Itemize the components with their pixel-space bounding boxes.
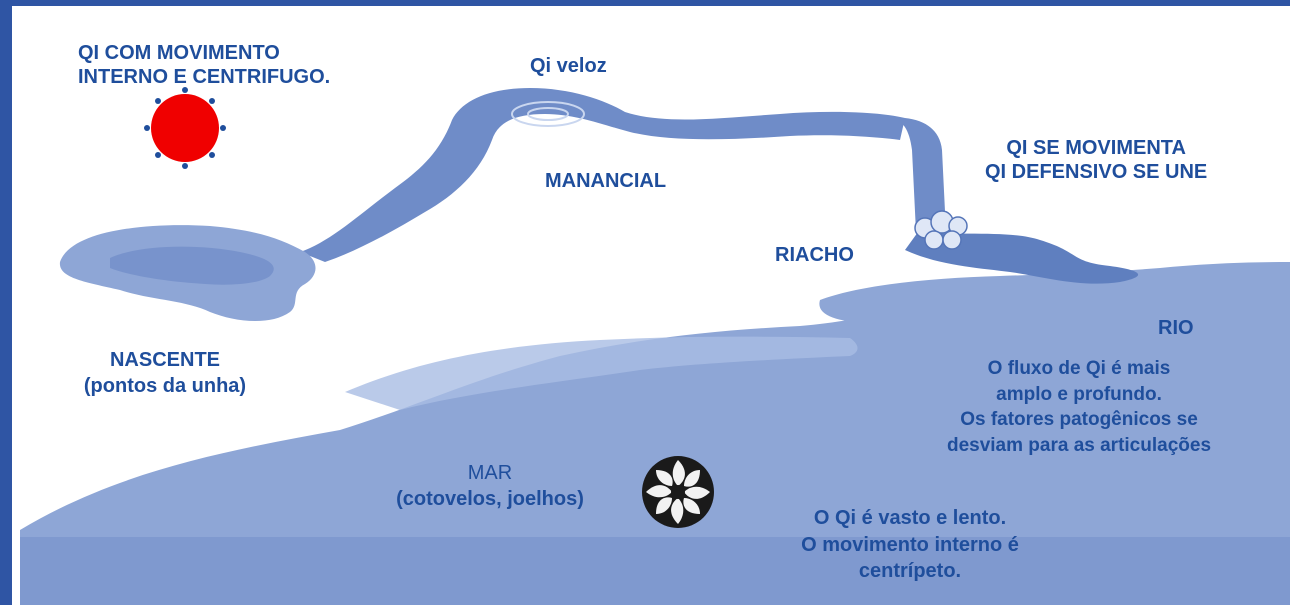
sea-description-line-2: O movimento interno é	[801, 533, 1019, 556]
sun-label-line-1: QI COM MOVIMENTO	[78, 42, 280, 64]
qi-moves-line-2: QI DEFENSIVO SE UNE	[985, 160, 1208, 183]
sun-label: QI COM MOVIMENTO INTERNO E CENTRIFUGO.	[78, 42, 330, 89]
qi-moves-label: QI SE MOVIMENTA QI DEFENSIVO SE UNE	[985, 137, 1207, 184]
sea-label-line-1: MAR	[467, 462, 513, 484]
river-description-line-3: Os fatores patogênicos se	[960, 409, 1198, 431]
sea-label: MAR (cotovelos, joelhos)	[360, 460, 620, 512]
source-label: NASCENTE (pontos da unha)	[55, 347, 275, 399]
stream-riacho	[905, 232, 1139, 284]
river-description: O fluxo de Qi é mais amplo e profundo. O…	[895, 356, 1263, 459]
spring-label: MANANCIAL	[545, 170, 667, 192]
waterfall	[900, 118, 946, 232]
river-description-line-4: desviam para as articulações	[946, 434, 1212, 456]
source-label-line-2: (pontos da unha)	[83, 375, 247, 397]
sea-deep	[20, 537, 1290, 605]
sea-label-line-2: (cotovelos, joelhos)	[396, 488, 584, 510]
river-rio	[819, 262, 1290, 323]
source-lake-inner	[110, 246, 274, 285]
qi-moves-line-1: QI SE MOVIMENTA	[1006, 137, 1186, 159]
river-label: RIO	[1158, 317, 1194, 339]
foam-icon	[914, 210, 968, 250]
sea-description-line-3: centrípeto.	[858, 560, 962, 583]
swirl-ring-outer	[511, 101, 585, 127]
source-label-line-1: NASCENTE	[109, 349, 220, 371]
sea-water	[20, 284, 1290, 605]
sea-shallows	[345, 336, 858, 410]
red-sun-icon	[144, 87, 226, 169]
whirlpool-icon	[642, 456, 714, 528]
sea-description: O Qi é vasto e lento. O movimento intern…	[745, 505, 1075, 585]
river-description-line-2: amplo e profundo.	[996, 383, 1162, 405]
stream-label: RIACHO	[775, 244, 854, 266]
fast-qi-channel	[300, 88, 905, 262]
sun-label-line-2: INTERNO E CENTRIFUGO.	[78, 65, 331, 88]
river-description-line-1: O fluxo de Qi é mais	[987, 358, 1171, 379]
sea-description-line-1: O Qi é vasto e lento.	[813, 507, 1007, 529]
swirl-ring-inner	[527, 107, 569, 121]
fast-qi-label: Qi veloz	[530, 55, 607, 77]
